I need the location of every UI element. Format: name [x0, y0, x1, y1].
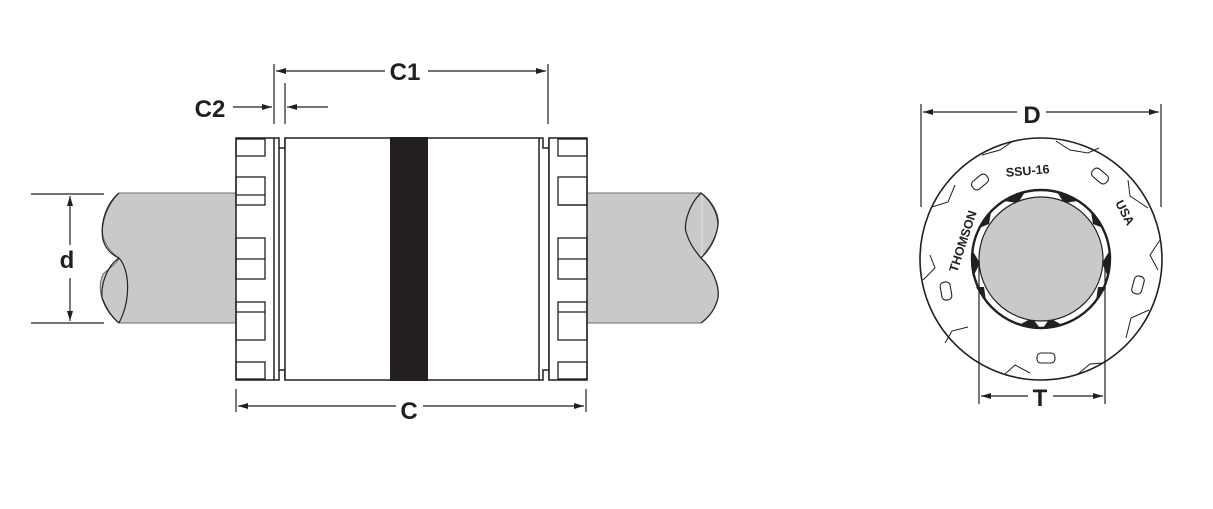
- recirculation-slots: [939, 167, 1145, 364]
- dimension-c1: [273, 64, 549, 124]
- center-band: [390, 137, 428, 381]
- dimension-d-outer: [920, 104, 1162, 207]
- label-D: D: [1023, 102, 1040, 129]
- label-c1: C1: [390, 59, 421, 86]
- marking-model: SSU-16: [1005, 162, 1050, 180]
- ball-segments: [971, 192, 1111, 329]
- dimension-c: [235, 389, 587, 412]
- left-shaft: [99, 192, 237, 324]
- label-T: T: [1033, 385, 1048, 412]
- right-shaft: [586, 192, 719, 324]
- dimension-d: [31, 193, 104, 324]
- end-view: SSU-16 THOMSON USA D T: [919, 102, 1163, 412]
- dimension-t: [978, 262, 1106, 404]
- dimension-c2: [233, 83, 328, 124]
- side-view: d C1 C2 C: [31, 59, 719, 425]
- shaft-cross-section: [978, 196, 1104, 322]
- label-c: C: [400, 398, 417, 425]
- right-flange-slots: [557, 138, 588, 380]
- label-c2: C2: [195, 96, 226, 123]
- ball-track-notches: [922, 140, 1161, 375]
- label-d: d: [60, 247, 75, 274]
- left-flange-slots: [235, 138, 266, 380]
